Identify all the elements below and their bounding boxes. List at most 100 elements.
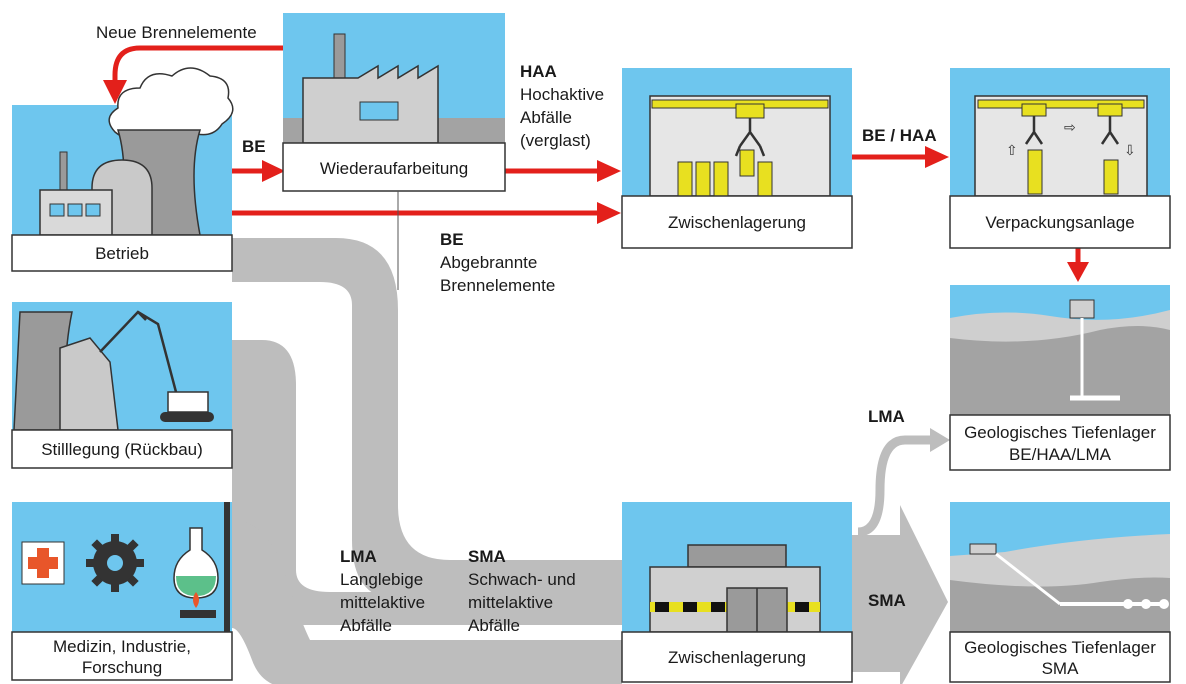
right-arrow-icon: ⇨ <box>1064 119 1076 135</box>
box-tiefenlager-sma: Geologisches Tiefenlager SMA <box>949 502 1171 683</box>
packaging-gripper-icon <box>1024 116 1120 145</box>
flow-band-medizin <box>232 520 622 684</box>
sma-cavern <box>1123 599 1133 609</box>
label-be-line2: Brennelemente <box>440 276 555 295</box>
label-sma-arrow: SMA <box>868 591 906 610</box>
verpackungsanlage-label-box <box>949 195 1171 249</box>
arrowhead-be-direct <box>597 202 621 224</box>
box-betrieb: Betrieb <box>11 67 234 272</box>
box-wiederaufarbeitung: Wiederaufarbeitung <box>282 13 506 192</box>
arrowhead-haa <box>597 160 621 182</box>
label-lma-line3: Abfälle <box>340 616 392 635</box>
stilllegung-label-box <box>11 429 233 469</box>
wiederaufarbeitung-label-box <box>282 142 506 192</box>
stilllegung-label: Stilllegung (Rückbau) <box>41 440 203 459</box>
arrow-neue-brennelemente <box>112 45 283 85</box>
box-tiefenlager-beh: Geologisches Tiefenlager BE/HAA/LMA <box>949 285 1171 471</box>
medizin-label-box <box>11 631 233 681</box>
label-be-line1: Abgebrannte <box>440 253 537 272</box>
label-be-short: BE <box>242 137 266 156</box>
tiefenlager-sma-label-line2: SMA <box>1042 659 1080 678</box>
arrowhead-to-tiefenlager <box>1067 262 1089 282</box>
label-sma-title: SMA <box>468 547 506 566</box>
medizin-label-line2: Forschung <box>82 658 162 677</box>
cask <box>1103 159 1119 195</box>
verpackungsanlage-label: Verpackungsanlage <box>985 213 1134 232</box>
label-lma-line2: mittelaktive <box>340 593 425 612</box>
tiefenlager-beh-label-line2: BE/HAA/LMA <box>1009 445 1112 464</box>
packaging-trolley-2 <box>1097 103 1123 117</box>
medical-cross-icon <box>28 548 58 578</box>
chimney <box>59 151 68 195</box>
window <box>49 203 65 217</box>
crane-trolley <box>735 103 765 119</box>
packaging-crane-rail <box>977 99 1145 109</box>
arrowhead-neue-brennelemente <box>103 80 127 104</box>
box-medizin: Medizin, Industrie, Forschung <box>11 502 233 681</box>
flow-band-betrieb <box>232 238 622 600</box>
zwischenlagerung-top-label-box <box>621 195 853 249</box>
box-zwischenlagerung-bottom: Zwischenlagerung <box>621 502 853 683</box>
factory-stack <box>333 33 346 80</box>
label-be-title: BE <box>440 230 464 249</box>
medizin-label-line1: Medizin, Industrie, <box>53 637 191 656</box>
box-zwischenlagerung-top: Zwischenlagerung <box>621 68 853 249</box>
gear-icon <box>86 534 144 592</box>
burner-base <box>180 610 216 618</box>
tiefenlager-sma-label-box <box>949 631 1171 683</box>
cask <box>1027 149 1043 195</box>
label-sma-line2: mittelaktive <box>468 593 553 612</box>
label-haa-title: HAA <box>520 62 557 81</box>
factory-window <box>359 101 399 121</box>
tiefenlager-sma-label-line1: Geologisches Tiefenlager <box>964 638 1156 657</box>
label-be-haa: BE / HAA <box>862 126 937 145</box>
fuel-containers <box>677 149 773 197</box>
sma-cavern <box>1159 599 1169 609</box>
zwischenlagerung-bottom-label-box <box>621 631 853 683</box>
packaging-trolley-1 <box>1021 103 1047 117</box>
rubble-wall <box>59 337 119 431</box>
box-stilllegung: Stilllegung (Rückbau) <box>11 302 233 469</box>
steam-cloud <box>108 67 234 141</box>
red-arrows <box>103 45 1089 282</box>
zwischenlagerung-top-label: Zwischenlagerung <box>668 213 806 232</box>
label-lma-arrow: LMA <box>868 407 905 426</box>
crane-icon <box>734 118 766 157</box>
window <box>85 203 101 217</box>
down-arrow-icon: ⇩ <box>1124 142 1136 158</box>
sma-ramp <box>995 552 1061 606</box>
label-sma-line1: Schwach- und <box>468 570 576 589</box>
betrieb-label: Betrieb <box>95 244 149 263</box>
tiefenlager-beh-label-box <box>949 414 1171 471</box>
lma-flow-branch <box>857 435 935 537</box>
label-haa-line2: Abfälle <box>520 108 572 127</box>
flask-liquid <box>176 576 216 596</box>
excavator-track <box>160 412 214 422</box>
wiederaufarbeitung-label: Wiederaufarbeitung <box>320 159 468 178</box>
lma-arrowhead <box>930 428 950 452</box>
label-lma-title: LMA <box>340 547 377 566</box>
zwischenlagerung-bottom-label: Zwischenlagerung <box>668 648 806 667</box>
label-sma-line3: Abfälle <box>468 616 520 635</box>
arrowhead-be-betrieb <box>262 160 285 182</box>
lab-stand <box>224 502 230 632</box>
sma-repository-icon <box>969 543 997 555</box>
arrowhead-be-haa <box>925 146 949 168</box>
box-verpackungsanlage: ⇧ ⇨ ⇩ Verpackungsanlage <box>949 68 1171 249</box>
flame-icon <box>193 592 199 608</box>
label-haa-line1: Hochaktive <box>520 85 604 104</box>
sma-cavern <box>1141 599 1151 609</box>
repository-icon <box>1069 299 1095 319</box>
rock-layer <box>950 326 1170 415</box>
excavator-icon <box>99 310 178 393</box>
label-neue-brennelemente: Neue Brennelemente <box>96 23 257 42</box>
storage-roof <box>687 544 787 568</box>
excavator-cab <box>167 391 209 413</box>
tiefenlager-beh-label-line1: Geologisches Tiefenlager <box>964 423 1156 442</box>
label-lma-line1: Langlebige <box>340 570 423 589</box>
betrieb-label-box <box>11 234 233 272</box>
window <box>67 203 83 217</box>
up-arrow-icon: ⇧ <box>1006 142 1018 158</box>
label-haa-line3: (verglast) <box>520 131 591 150</box>
